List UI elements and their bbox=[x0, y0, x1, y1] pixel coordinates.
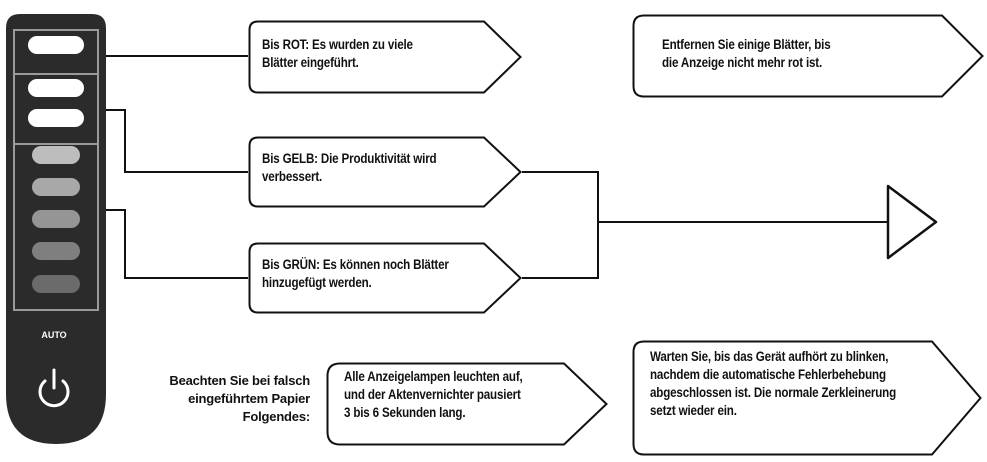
indicator-light-7 bbox=[32, 242, 80, 260]
connector-yellow bbox=[105, 109, 248, 173]
callout-jam: Alle Anzeigelampen leuchten auf,und der … bbox=[326, 362, 608, 446]
indicator-light-4 bbox=[32, 146, 80, 164]
indicator-light-5 bbox=[32, 178, 80, 196]
callout-jam-action: Warten Sie, bis das Gerät aufhört zu bli… bbox=[632, 340, 982, 456]
indicator-light-2 bbox=[28, 79, 84, 97]
auto-label: AUTO bbox=[41, 330, 66, 340]
indicator-light-1 bbox=[28, 36, 84, 54]
indicator-light-6 bbox=[32, 210, 80, 228]
connector-merge bbox=[522, 171, 599, 279]
indicator-light-8 bbox=[32, 275, 80, 293]
indicator-group-green bbox=[13, 143, 99, 311]
control-panel: AUTO bbox=[6, 14, 106, 449]
power-icon[interactable] bbox=[38, 368, 70, 408]
panel-body bbox=[6, 14, 106, 444]
connector-green bbox=[105, 209, 248, 279]
large-arrow bbox=[886, 184, 938, 260]
indicator-light-3 bbox=[28, 109, 84, 127]
